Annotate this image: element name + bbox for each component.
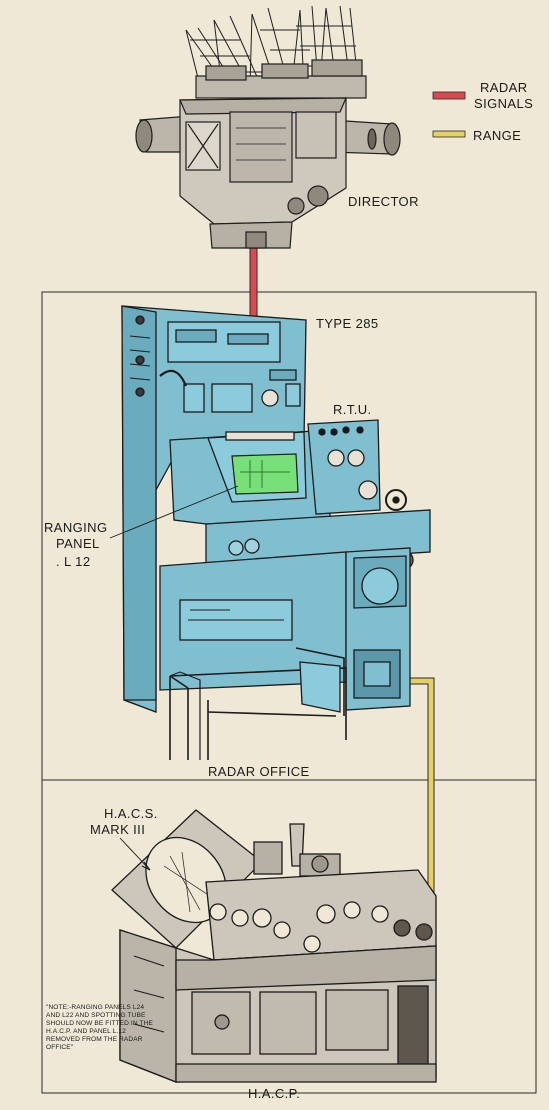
ranging-panel-screen (231, 453, 299, 495)
type-285-label: TYPE 285 (316, 316, 378, 331)
radar-signal-line (249, 247, 258, 319)
hacp-illustration (111, 809, 437, 1083)
range-line (405, 677, 435, 896)
director-antennas (185, 5, 360, 93)
legend-range-label: RANGE (473, 128, 521, 143)
rtu-label: R.T.U. (333, 402, 372, 417)
ranging-label-2: PANEL (56, 536, 100, 551)
director-label: DIRECTOR (348, 194, 419, 209)
note-text: "NOTE:-RANGING PANELS L24 AND L22 AND SP… (46, 1004, 153, 1051)
radar-console-illustration (121, 305, 431, 760)
director-illustration (135, 5, 401, 249)
ranging-panel-leader (109, 485, 239, 539)
legend-radar-label-2: SIGNALS (474, 96, 533, 111)
radar-office-box (41, 291, 537, 781)
text-labels: RADAR SIGNALS RANGE DIRECTOR TYPE 285 R.… (44, 80, 533, 1101)
hacs-label-2: MARK III (90, 822, 145, 837)
legend-radar-swatch (432, 91, 466, 100)
hacp-label: H.A.C.P. (248, 1086, 300, 1101)
ranging-label-1: RANGING (44, 520, 107, 535)
legend-radar-label-1: RADAR (480, 80, 528, 95)
leader-lines (109, 485, 239, 871)
hacs-label-1: H.A.C.S. (104, 806, 158, 821)
ranging-label-3: . L 12 (56, 554, 90, 569)
hacs-leader (119, 837, 151, 871)
legend-range-swatch (432, 130, 466, 138)
radar-office-label: RADAR OFFICE (208, 764, 310, 779)
hacp-room-box (41, 780, 537, 1094)
